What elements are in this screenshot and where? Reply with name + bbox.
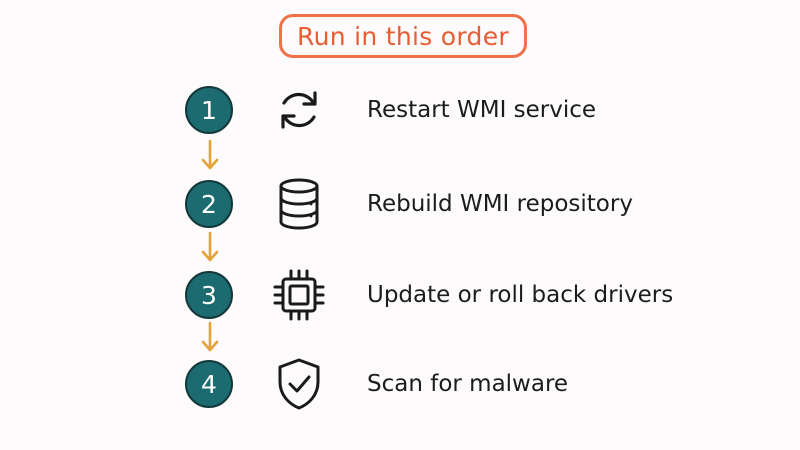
step-label: Rebuild WMI repository bbox=[367, 191, 633, 217]
step-3: 3 Update or roll back drivers bbox=[185, 269, 705, 321]
step-number-badge: 3 bbox=[185, 271, 233, 319]
step-number-badge: 1 bbox=[185, 86, 233, 134]
flow-arrow-3-4 bbox=[199, 320, 221, 354]
step-2: 2 Rebuild WMI repository bbox=[185, 178, 705, 230]
step-number: 1 bbox=[201, 95, 217, 125]
step-number-badge: 4 bbox=[185, 360, 233, 408]
step-number: 2 bbox=[201, 189, 217, 219]
diagram-title: Run in this order bbox=[297, 21, 509, 51]
shield-check-icon bbox=[271, 356, 327, 412]
step-4: 4 Scan for malware bbox=[185, 358, 705, 410]
step-number: 3 bbox=[201, 280, 217, 310]
flow-arrow-1-2 bbox=[199, 138, 221, 172]
title-pill: Run in this order bbox=[279, 14, 527, 58]
step-label: Update or roll back drivers bbox=[367, 282, 674, 308]
database-icon bbox=[271, 176, 327, 232]
step-label: Restart WMI service bbox=[367, 97, 597, 123]
refresh-icon bbox=[271, 82, 327, 138]
step-1: 1 Restart WMI service bbox=[185, 86, 705, 136]
flow-arrow-2-3 bbox=[199, 230, 221, 264]
step-label: Scan for malware bbox=[367, 371, 569, 397]
step-number-badge: 2 bbox=[185, 180, 233, 228]
step-number: 4 bbox=[201, 369, 217, 399]
chip-icon bbox=[271, 267, 327, 323]
